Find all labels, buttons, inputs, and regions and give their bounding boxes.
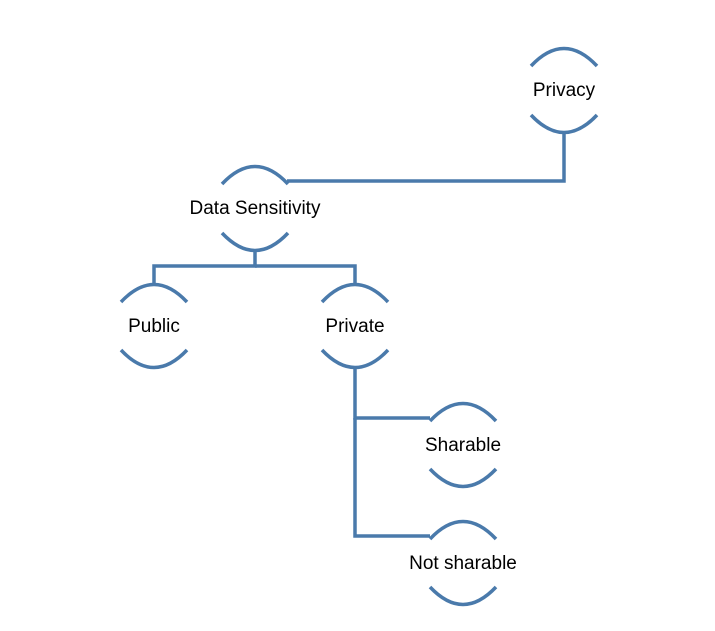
node-public: Public — [119, 282, 189, 370]
node-label-public: Public — [128, 316, 180, 337]
node-sharable: Sharable — [425, 401, 501, 489]
edge-data-sensitivity-public — [152, 249, 257, 284]
node-public-top-arc — [119, 282, 189, 304]
edge-private-sharable — [353, 367, 430, 420]
node-public-bottom-arc — [119, 348, 189, 370]
node-label-not-sharable: Not sharable — [409, 553, 517, 574]
node-sharable-top-arc — [428, 401, 498, 423]
node-data-sensitivity-top-arc — [220, 164, 290, 186]
node-privacy-bottom-arc — [529, 113, 599, 135]
edge-privacy-data-sensitivity — [287, 131, 566, 183]
node-privacy-top-arc — [529, 46, 599, 68]
node-label-sharable: Sharable — [425, 435, 501, 456]
node-not-sharable: Not sharable — [409, 519, 517, 607]
node-label-privacy: Privacy — [533, 80, 596, 101]
node-data-sensitivity-bottom-arc — [220, 231, 290, 253]
node-privacy: Privacy — [529, 46, 599, 135]
edge-private-not-sharable — [353, 418, 430, 538]
edge-data-sensitivity-private — [255, 264, 357, 284]
node-data-sensitivity: Data Sensitivity — [190, 164, 321, 253]
node-private-bottom-arc — [320, 348, 390, 370]
node-not-sharable-bottom-arc — [428, 585, 498, 607]
node-label-data-sensitivity: Data Sensitivity — [190, 198, 321, 219]
node-not-sharable-top-arc — [428, 519, 498, 541]
node-private-top-arc — [320, 282, 390, 304]
node-sharable-bottom-arc — [428, 467, 498, 489]
node-label-private: Private — [325, 316, 384, 337]
node-private: Private — [320, 282, 390, 370]
